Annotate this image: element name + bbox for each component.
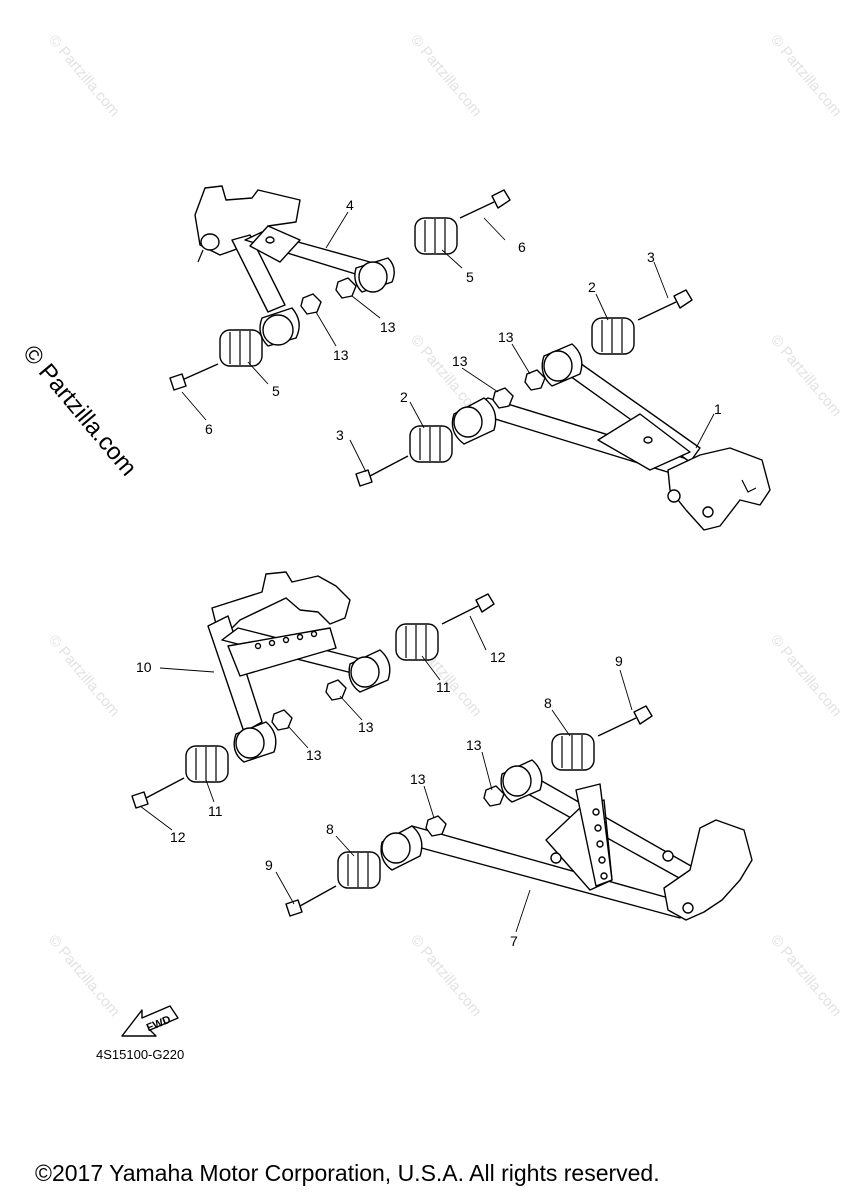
bushing-5-top (414, 217, 458, 255)
bushing-11-top (395, 623, 439, 661)
callout-11: 11 (436, 679, 451, 695)
callout-13: 13 (452, 353, 468, 369)
callout-3: 3 (647, 249, 655, 265)
callout-8: 8 (326, 821, 334, 837)
watermark: © Partzilla.com (45, 632, 123, 720)
callout-5: 5 (272, 383, 280, 399)
bolt-9-top (597, 705, 653, 737)
bushing-2-top (591, 317, 635, 355)
nut-13 (325, 679, 347, 701)
nut-13 (425, 815, 447, 837)
nut-13 (524, 369, 546, 391)
watermark: © Partzilla.com (407, 932, 485, 1020)
callout-6: 6 (518, 239, 526, 255)
callout-13: 13 (358, 719, 374, 735)
watermark: © Partzilla.com (45, 932, 123, 1020)
callout-11: 11 (208, 803, 223, 819)
callout-10: 10 (136, 659, 152, 675)
callout-13: 13 (466, 737, 482, 753)
bolt-9-left (285, 885, 337, 917)
nut-13 (335, 277, 357, 299)
callout-9: 9 (265, 857, 273, 873)
bolt-3-top (637, 289, 693, 321)
watermark: © Partzilla.com (767, 332, 843, 420)
nut-13 (483, 785, 505, 807)
watermark: © Partzilla.com (767, 32, 843, 120)
callout-13: 13 (380, 319, 396, 335)
callout-13: 13 (410, 771, 426, 787)
callout-8: 8 (544, 695, 552, 711)
lower-arm-right (380, 759, 753, 921)
upper-arm-right (451, 343, 771, 531)
upper-arm-left (194, 185, 395, 347)
callout-6: 6 (205, 421, 213, 437)
watermark: © Partzilla.com (767, 632, 843, 720)
bushing-2-left (409, 425, 453, 463)
watermark: © Partzilla.com (407, 32, 485, 120)
nut-13 (492, 387, 514, 409)
bushing-11-left (185, 745, 229, 783)
bolt-6-top (459, 189, 511, 219)
callout-7: 7 (510, 933, 518, 949)
nut-13 (271, 709, 293, 731)
callout-13: 13 (333, 347, 349, 363)
nut-13 (300, 293, 322, 315)
watermark: © Partzilla.com (45, 32, 123, 120)
callout-13: 13 (306, 747, 322, 763)
bolt-12-top (441, 593, 495, 625)
lower-arm-left (207, 571, 391, 763)
bolt-12-left (131, 777, 185, 809)
callout-12: 12 (170, 829, 186, 845)
callout-2: 2 (400, 389, 408, 405)
bolt-3-left (355, 455, 409, 487)
callout-4: 4 (346, 197, 354, 213)
watermark: © Partzilla.com (767, 932, 843, 1020)
callout-9: 9 (615, 653, 623, 669)
callout-5: 5 (466, 269, 474, 285)
copyright-notice: ©2017 Yamaha Motor Corporation, U.S.A. A… (35, 1160, 660, 1186)
bushing-8-top (551, 733, 595, 771)
diagram-code: 4S15100-G220 (96, 1047, 185, 1062)
callout-13: 13 (498, 329, 514, 345)
callout-12: 12 (490, 649, 506, 665)
fwd-arrow: FWD (121, 1005, 179, 1037)
callout-2: 2 (588, 279, 596, 295)
bolt-6-left (169, 363, 219, 391)
callout-1: 1 (714, 401, 722, 417)
bushing-8-left (337, 851, 381, 889)
bushing-5-left (219, 329, 263, 367)
callout-labels: 4 6 5 13 13 5 6 3 2 13 13 2 1 3 10 12 11… (136, 197, 722, 949)
leader-lines (139, 211, 715, 933)
callout-3: 3 (336, 427, 344, 443)
